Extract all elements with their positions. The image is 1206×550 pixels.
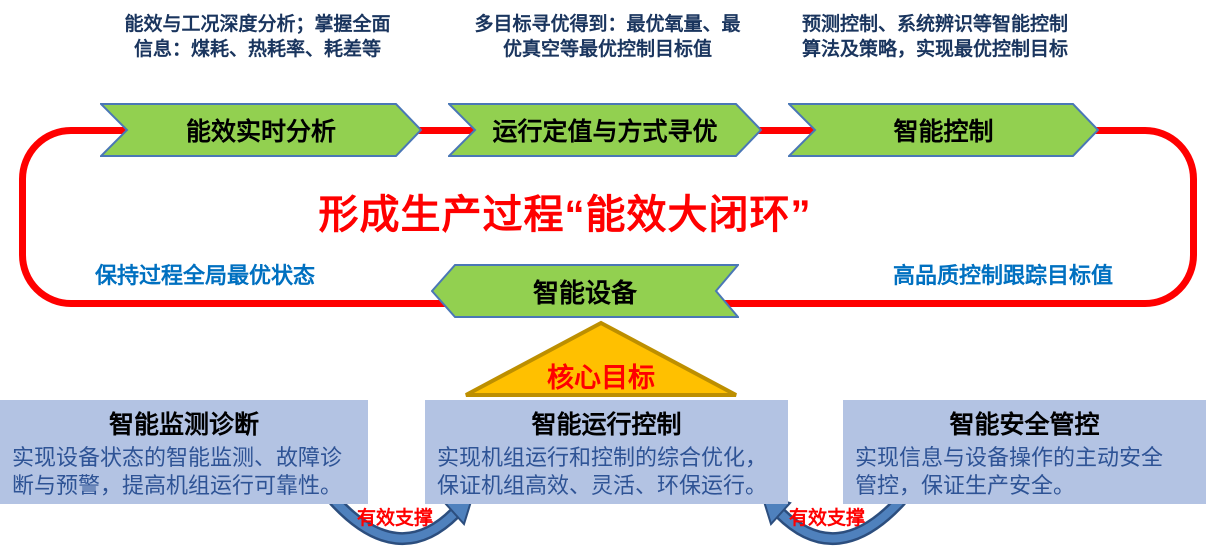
flow-step-intelligent-control: 智能控制 [788,103,1099,157]
flow-step-label: 智能设备 [532,277,637,308]
box-body: 实现机组运行和控制的综合优化， 保证机组高效、灵活、环保运行。 [437,445,768,498]
triangle-up-shape [465,320,737,397]
flow-step-label: 运行定值与方式寻优 [492,118,718,146]
loop-left-status-label: 保持过程全局最优状态 [95,263,316,288]
box-title: 智能安全管控 [949,411,1100,439]
box-intelligent-operation-control: 智能运行控制 实现机组运行和控制的综合优化， 保证机组高效、灵活、环保运行。 [425,400,788,504]
support-arrow-label: 有效支撑 [789,508,866,529]
box-title: 智能运行控制 [531,411,682,439]
core-goal-label: 核心目标 [547,363,655,393]
chevron-right-shape [448,103,762,157]
box-title: 智能监测诊断 [108,411,259,439]
box-intelligent-safety-management: 智能安全管控 实现信息与设备操作的主动安全 管控，保证生产安全。 [843,400,1206,504]
note-energy-analysis: 能效与工况深度分析；掌握全面 信息：煤耗、热耗率、耗差等 [124,14,391,60]
core-goal-triangle: 核心目标 [462,319,740,398]
loop-title: 形成生产过程“能效大闭环” [318,193,812,237]
box-body: 实现信息与设备操作的主动安全 管控，保证生产安全。 [855,445,1164,498]
note-multi-objective-optimization: 多目标寻优得到：最优氧量、最 优真空等最优控制目标值 [474,14,741,60]
feedback-step-smart-equipment: 智能设备 [431,264,739,318]
chevron-left-shape [431,264,739,318]
flow-step-setpoint-optimization: 运行定值与方式寻优 [448,103,762,157]
support-arrow-label: 有效支撑 [357,508,434,529]
loop-right-status-label: 高品质控制跟踪目标值 [893,263,1114,288]
note-intelligent-control-algorithms: 预测控制、系统辨识等智能控制 算法及策略，实现最优控制目标 [801,14,1068,60]
chevron-right-shape [100,103,422,157]
flow-step-energy-analysis: 能效实时分析 [100,103,422,157]
box-intelligent-monitoring-diagnosis: 智能监测诊断 实现设备状态的智能监测、故障诊 断与预警，提高机组运行可靠性。 [0,400,368,504]
flow-step-label: 智能控制 [893,118,994,146]
box-body: 实现设备状态的智能监测、故障诊 断与预警，提高机组运行可靠性。 [12,445,343,498]
chevron-right-shape [788,103,1099,157]
flow-step-label: 能效实时分析 [185,118,336,146]
